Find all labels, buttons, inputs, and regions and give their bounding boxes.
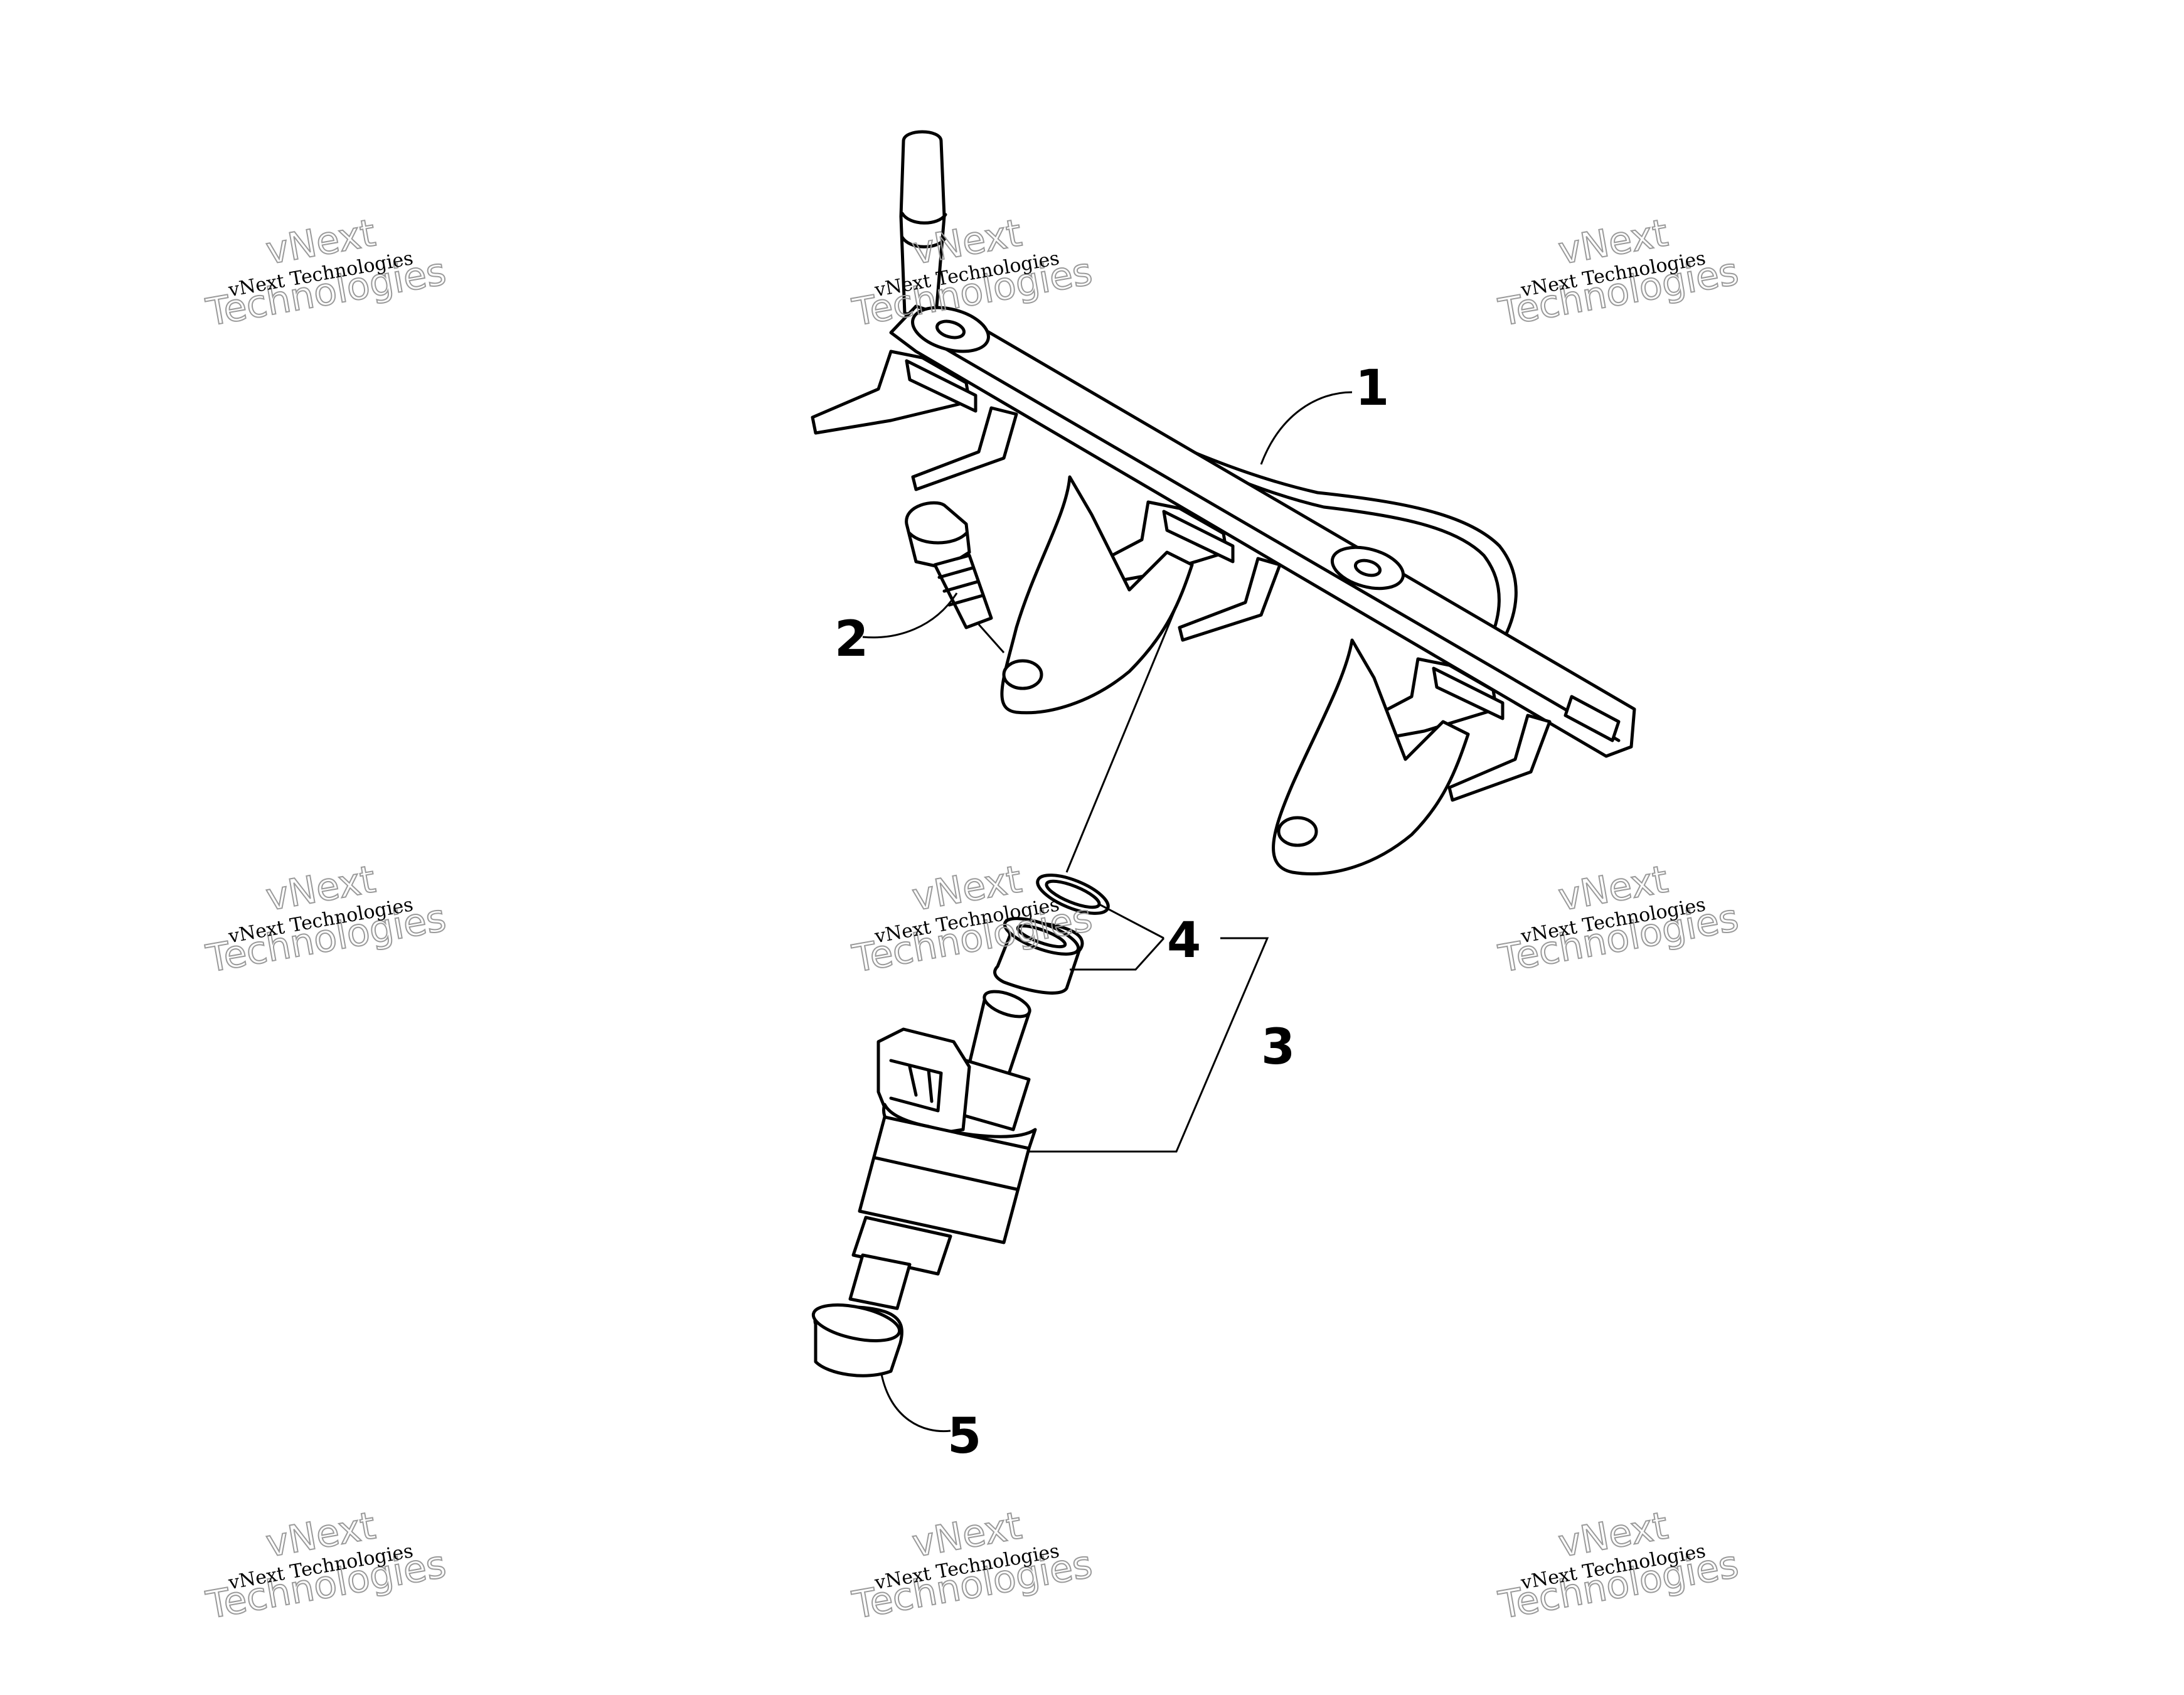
watermark: vNext Technologies vNext Technologies — [202, 210, 450, 335]
watermark-large-top: vNext — [263, 1504, 379, 1566]
fuel-injector — [848, 990, 1037, 1310]
watermark-large-bottom: Technologies — [1495, 1543, 1742, 1628]
watermark-small: vNext Technologies — [873, 247, 1062, 301]
watermark-large-top: vNext — [909, 1504, 1025, 1566]
injector-seals — [993, 874, 1110, 995]
watermark-small: vNext Technologies — [226, 1540, 415, 1594]
callout-2: 2 — [834, 611, 868, 668]
watermark: vNext Technologies vNext Technologies — [202, 1503, 450, 1628]
leader-lines — [862, 391, 1353, 1433]
watermark-large-bottom: Technologies — [203, 896, 449, 981]
callout-labels: 1 2 3 4 5 — [834, 360, 1389, 1465]
watermark-large-top: vNext — [1555, 857, 1671, 919]
watermark-small: vNext Technologies — [1519, 247, 1708, 301]
watermark: vNext Technologies vNext Technologies — [848, 1503, 1096, 1628]
watermark-large-top: vNext — [1555, 211, 1671, 273]
watermark: vNext Technologies vNext Technologies — [202, 857, 450, 981]
watermark-large-bottom: Technologies — [1495, 896, 1742, 981]
watermark: vNext Technologies vNext Technologies — [1494, 857, 1742, 981]
watermark-large-bottom: Technologies — [1495, 250, 1742, 335]
watermark-large-bottom: Technologies — [203, 1543, 449, 1628]
watermark-small: vNext Technologies — [1519, 894, 1708, 948]
watermark-small: vNext Technologies — [1519, 1540, 1708, 1594]
watermark-small: vNext Technologies — [226, 247, 415, 301]
watermark-large-top: vNext — [263, 857, 379, 919]
callout-5: 5 — [947, 1408, 981, 1465]
watermark: vNext Technologies vNext Technologies — [1494, 210, 1742, 335]
watermark-large-top: vNext — [1555, 1504, 1671, 1566]
lower-seal — [811, 1303, 903, 1377]
watermark: vNext Technologies vNext Technologies — [1494, 1503, 1742, 1628]
watermark-large-bottom: Technologies — [203, 250, 449, 335]
watermark-large-top: vNext — [263, 211, 379, 273]
mounting-bolt — [905, 501, 1005, 653]
fuel-rail — [811, 130, 1636, 875]
callout-3: 3 — [1261, 1019, 1295, 1076]
watermark-large-top: vNext — [909, 857, 1025, 919]
watermark-small: vNext Technologies — [226, 894, 415, 948]
watermark-large-bottom: Technologies — [849, 1543, 1095, 1628]
callout-1: 1 — [1355, 360, 1389, 417]
watermark-small: vNext Technologies — [873, 1540, 1062, 1594]
callout-4: 4 — [1167, 912, 1201, 969]
